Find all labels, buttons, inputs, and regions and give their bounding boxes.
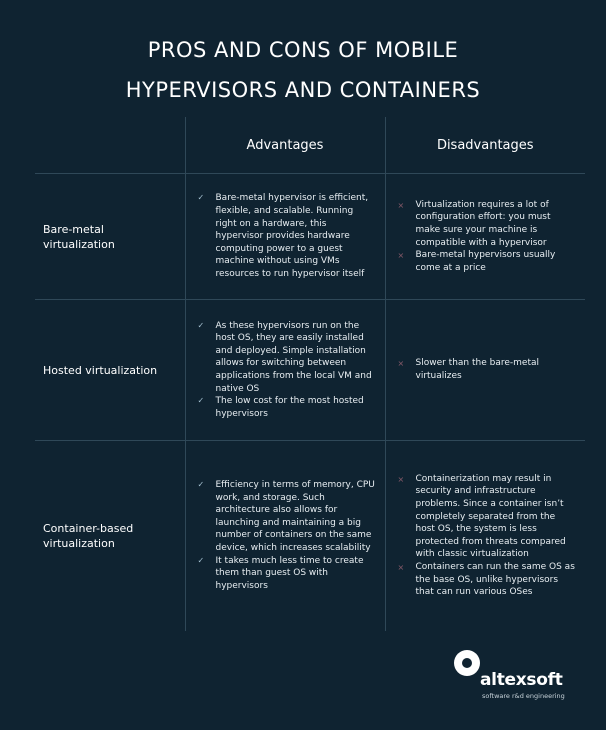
disadvantages-cell: × Slower than the bare-metal virtualizes (384, 299, 585, 441)
item-text: Containers can run the same OS as the ba… (415, 561, 575, 598)
table-row: Container-based virtualization ✓ Efficien… (35, 440, 585, 631)
advantages-cell: ✓ Bare-metal hypervisor is efficient, fle… (184, 173, 386, 300)
header-advantages: Advantages (184, 117, 386, 174)
item-text: It takes much less time to create them t… (215, 555, 364, 591)
check-icon: ✓ (197, 480, 205, 490)
advantages-cell: ✓ As these hypervisors run on the host OS… (184, 299, 386, 441)
item-text: Slower than the bare-metal virtualizes (415, 358, 540, 381)
check-icon: ✓ (197, 555, 205, 565)
logo-icon (454, 650, 480, 676)
header-disadvantages: Disadvantages (384, 117, 585, 174)
list-item: ✓ It takes much less time to create them … (198, 555, 377, 593)
list-item: × Bare-metal hypervisors usually come at … (398, 249, 578, 274)
disadvantages-cell: × Virtualization requires a lot of config… (384, 173, 585, 300)
table-row: Hosted virtualization ✓ As these hypervis… (35, 299, 585, 441)
check-icon: ✓ (197, 396, 205, 406)
advantages-cell: ✓ Efficiency in terms of memory, CPU work… (184, 440, 386, 631)
list-item: × Containers can run the same OS as the b… (398, 561, 578, 599)
cross-icon: × (397, 562, 405, 572)
logo-name: altexsoft (480, 670, 563, 690)
title-line-2: HYPERVISORS AND CONTAINERS (125, 78, 481, 102)
list-item: × Containerization may result in security… (398, 473, 578, 561)
row-label: Bare-metal virtualization (35, 173, 186, 300)
item-text: Bare-metal hypervisor is efficient, flex… (215, 193, 369, 279)
item-text: Virtualization requires a lot of configu… (415, 199, 551, 248)
list-item: ✓ Bare-metal hypervisor is efficient, fle… (198, 192, 377, 280)
page-title: PROS AND CONS OF MOBILE HYPERVISORS AND … (0, 30, 606, 110)
cross-icon: × (397, 200, 405, 210)
row-label: Container-based virtualization (35, 440, 186, 631)
header-empty (35, 117, 186, 174)
disadvantages-cell: × Containerization may result in security… (384, 440, 585, 631)
list-item: ✓ As these hypervisors run on the host OS… (198, 320, 377, 396)
table-header-row: Advantages Disadvantages (35, 117, 585, 174)
list-item: × Virtualization requires a lot of config… (398, 199, 578, 249)
list-item: ✓ Efficiency in terms of memory, CPU work… (198, 479, 377, 555)
item-text: Bare-metal hypervisors usually come at a… (415, 250, 556, 273)
list-item: ✓ The low cost for the most hosted hyperv… (198, 395, 377, 420)
item-text: Containerization may result in security … (415, 473, 566, 560)
table-row: Bare-metal virtualization ✓ Bare-metal hy… (35, 173, 585, 300)
comparison-table: Advantages Disadvantages Bare-metal virt… (35, 117, 585, 631)
list-item: × Slower than the bare-metal virtualizes (398, 357, 578, 382)
altexsoft-logo: altexsoft software r&d engineering (452, 650, 572, 710)
item-text: The low cost for the most hosted hypervi… (215, 396, 364, 419)
check-icon: ✓ (197, 320, 205, 330)
cross-icon: × (397, 474, 405, 484)
logo-tagline: software r&d engineering (482, 692, 565, 700)
cross-icon: × (397, 359, 405, 369)
row-label: Hosted virtualization (35, 299, 186, 441)
item-text: As these hypervisors run on the host OS,… (215, 320, 372, 394)
check-icon: ✓ (197, 193, 205, 203)
item-text: Efficiency in terms of memory, CPU work,… (215, 480, 375, 554)
title-line-1: PROS AND CONS OF MOBILE (147, 38, 459, 62)
cross-icon: × (397, 251, 405, 261)
